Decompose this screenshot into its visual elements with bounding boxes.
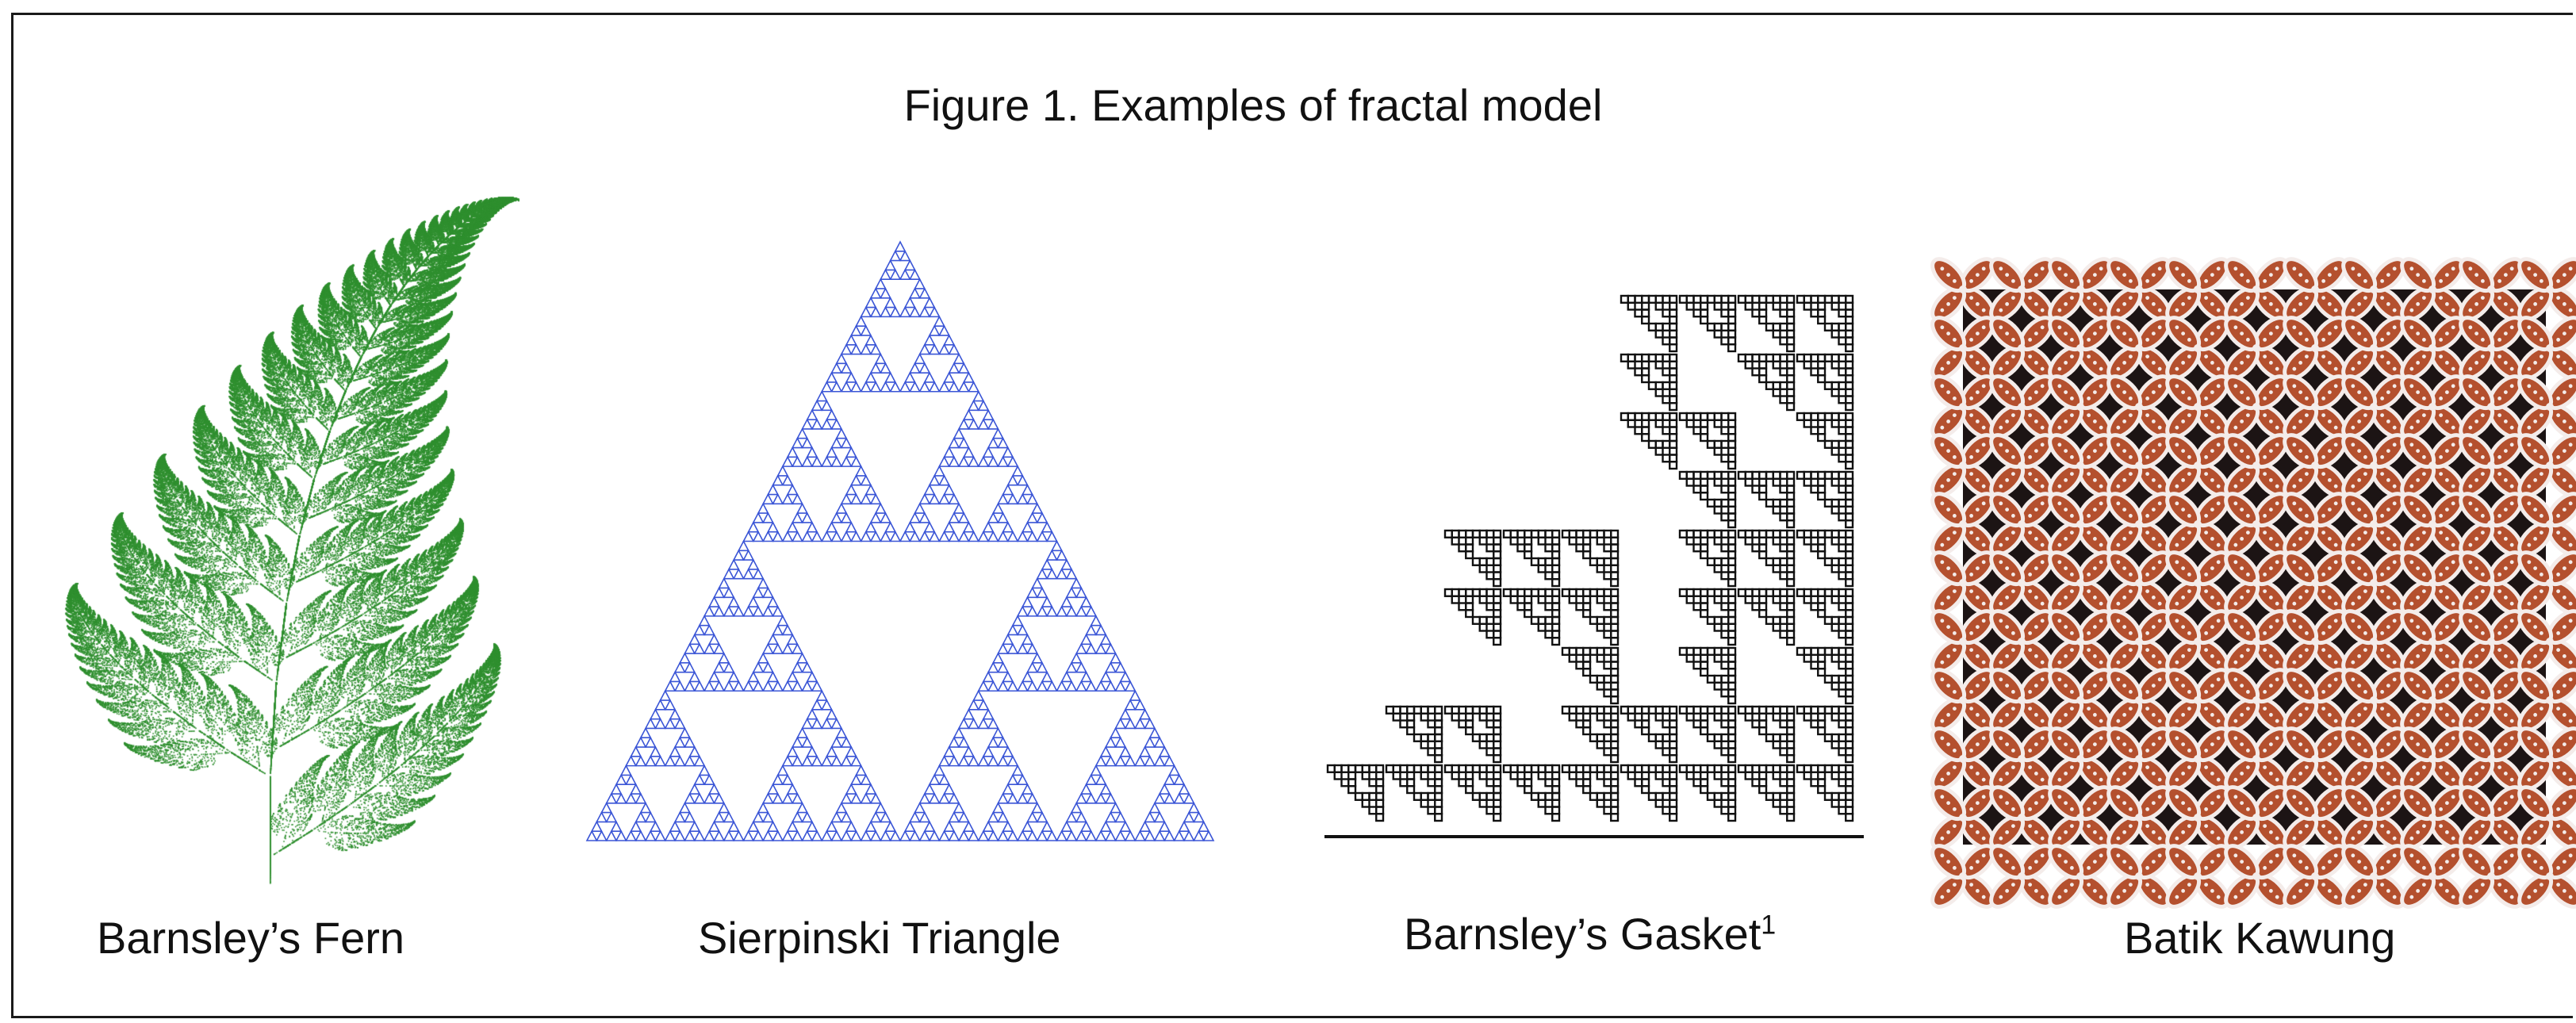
caption-barnsleys-fern: Barnsley’s Fern	[97, 912, 404, 964]
fern-canvas	[40, 190, 547, 888]
gasket-blocks	[1328, 296, 1853, 821]
caption-barnsleys-gasket: Barnsley’s Gasket1	[1404, 908, 1776, 960]
caption-sierpinski-triangle: Sierpinski Triangle	[698, 912, 1061, 964]
sierpinski-triangles	[587, 242, 1213, 841]
figure-title: Figure 1. Examples of fractal model	[0, 79, 2506, 131]
barnsley-fern-image	[40, 190, 547, 888]
batik-kawung-image	[1963, 289, 2546, 845]
caption-batik-kawung: Batik Kawung	[2124, 912, 2395, 964]
batik-ovals	[1927, 254, 2576, 913]
caption-footnote-marker: 1	[1761, 910, 1776, 940]
barnsley-gasket-image	[1324, 289, 1864, 845]
sierpinski-triangle-image	[583, 238, 1217, 845]
caption-barnsleys-gasket-text: Barnsley’s Gasket	[1404, 909, 1761, 959]
